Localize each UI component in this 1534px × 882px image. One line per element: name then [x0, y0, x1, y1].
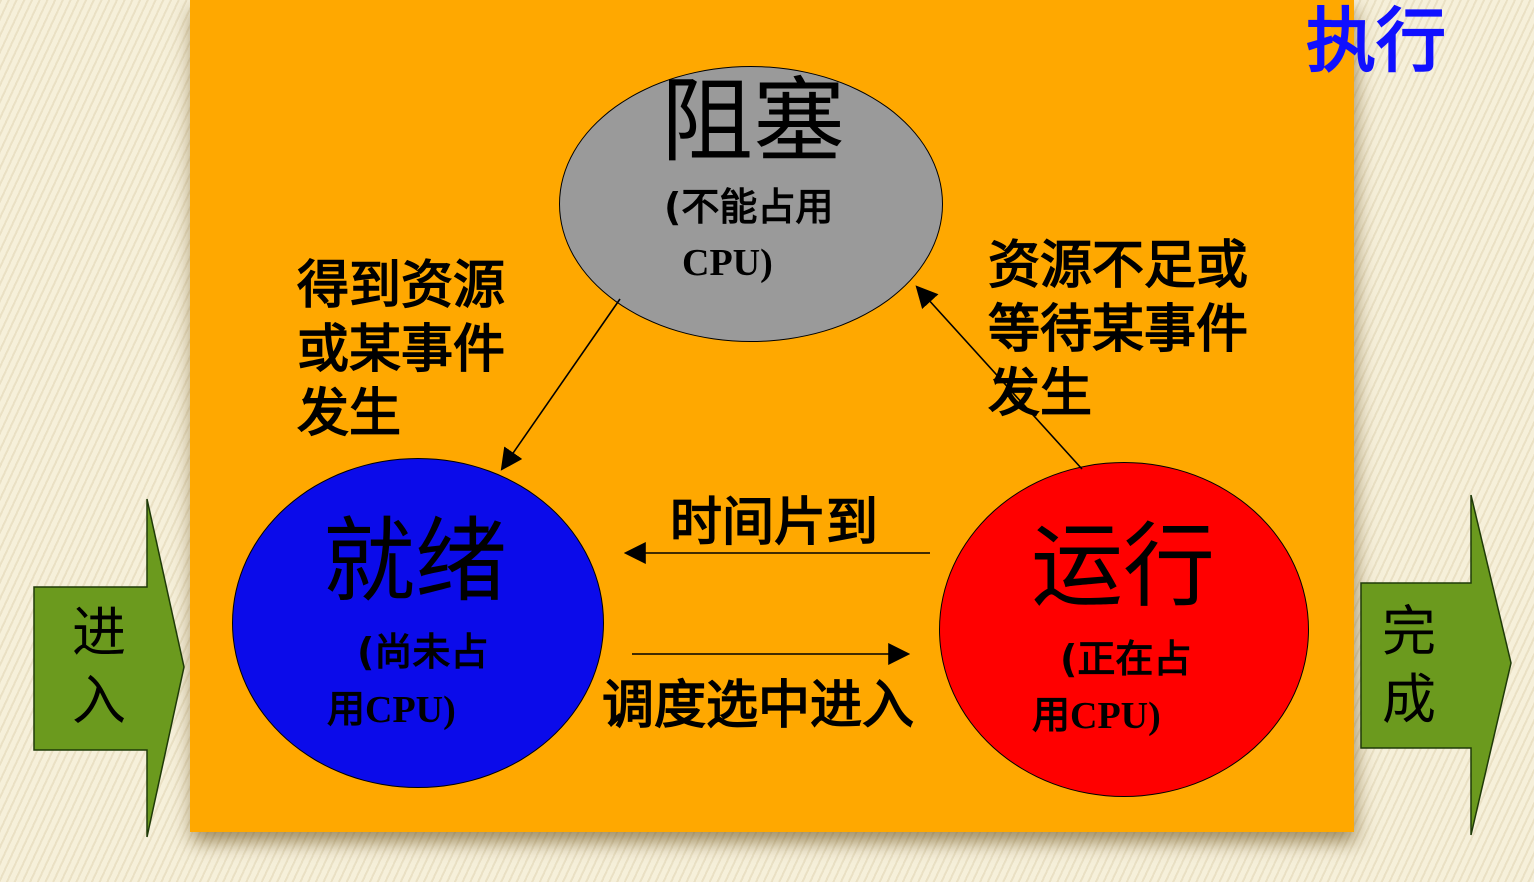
enter-arrow	[33, 498, 185, 838]
label-running-to-ready: 时间片到	[670, 493, 879, 553]
label-line: 等待某事件	[988, 300, 1249, 360]
enter-label-line: 进	[72, 601, 126, 664]
enter-label: 进 入	[64, 599, 134, 735]
complete-arrow	[1360, 494, 1512, 836]
running-state-note-2: 用CPU)	[1032, 693, 1161, 737]
blocked-state	[559, 66, 943, 342]
diagram-title: 执行	[1306, 0, 1446, 82]
label-running-to-blocked: 资源不足或 等待某事件 发生	[988, 234, 1248, 426]
ready-state-note-1: (尚未占	[357, 630, 489, 674]
ready-state	[232, 458, 604, 788]
ready-state-note-2: 用CPU)	[327, 687, 456, 731]
label-line: 得到资源	[297, 256, 506, 316]
blocked-state-name: 阻塞	[661, 68, 846, 175]
blocked-state-note-2: CPU)	[682, 242, 773, 284]
complete-label: 完 成	[1374, 598, 1444, 734]
label-line: 资源不足或	[988, 236, 1249, 296]
blocked-state-note-1: (不能占用	[664, 185, 834, 229]
label-line: 或某事件	[297, 320, 506, 380]
running-state-name: 运行	[1031, 513, 1216, 620]
running-state-note-1: (正在占	[1060, 637, 1192, 681]
enter-label-line: 入	[72, 669, 126, 732]
label-line: 发生	[297, 384, 402, 444]
complete-label-line: 完	[1382, 600, 1436, 663]
running-state	[939, 462, 1309, 797]
complete-label-line: 成	[1382, 668, 1436, 731]
label-line: 发生	[988, 364, 1093, 424]
label-blocked-to-ready: 得到资源 或某事件 发生	[297, 254, 505, 446]
ready-state-name: 就绪	[323, 508, 508, 615]
label-ready-to-running: 调度选中进入	[602, 676, 915, 736]
